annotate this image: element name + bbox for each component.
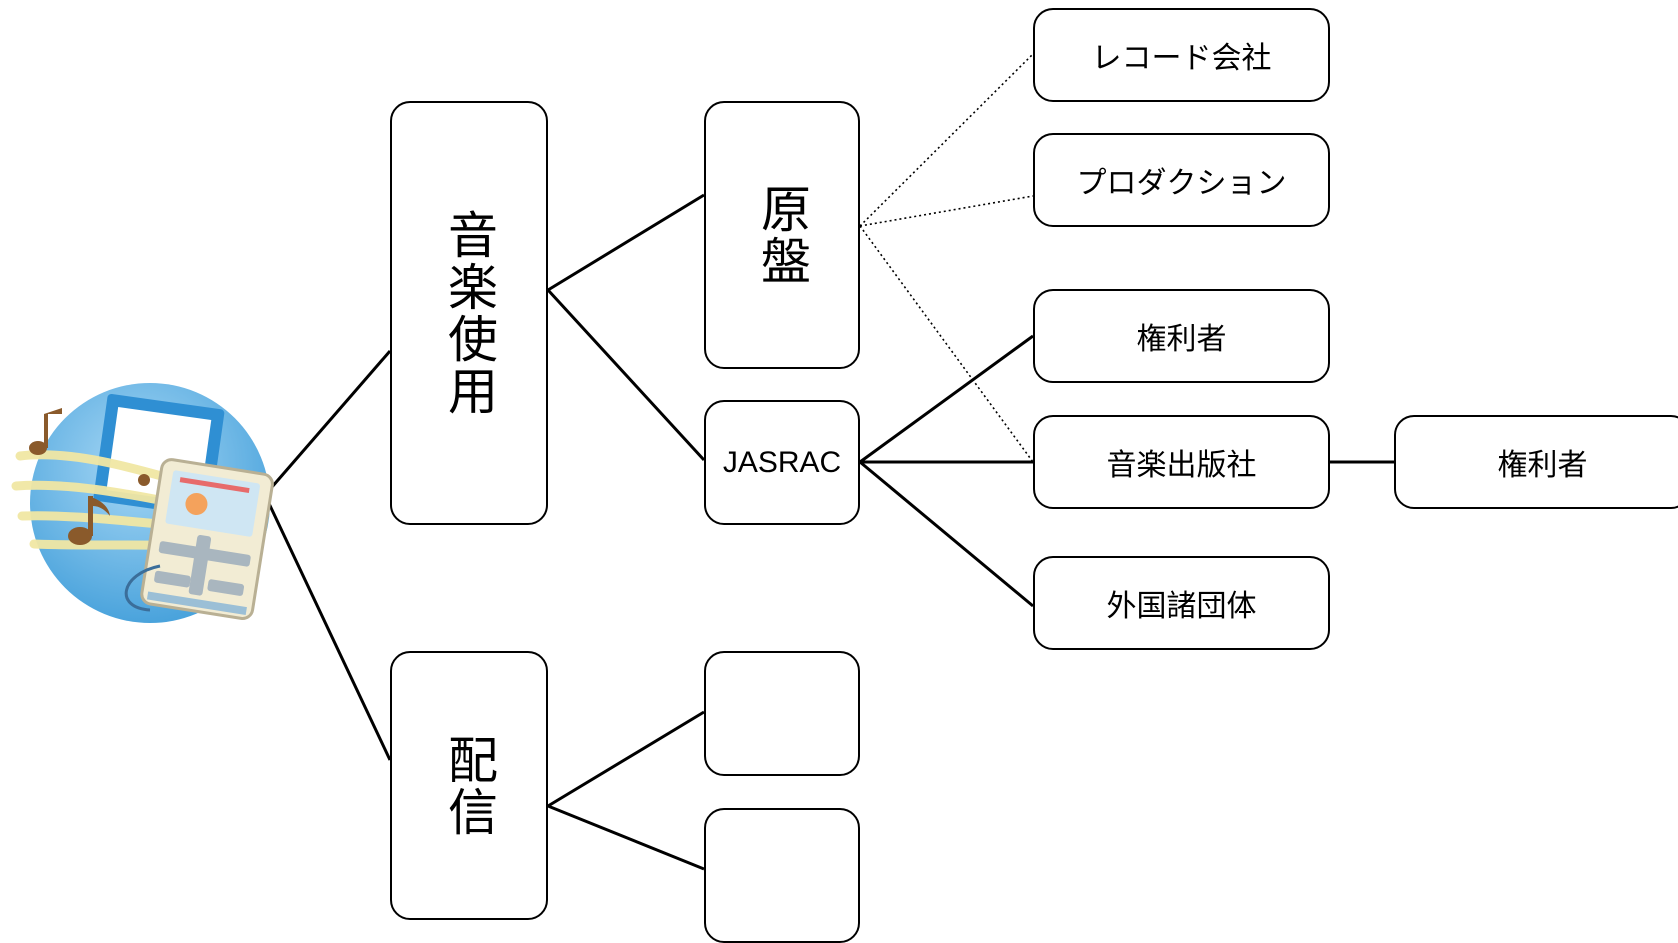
master-recording-label: 原盤 [753,183,811,287]
rights-holder-label: 権利者 [1136,322,1227,357]
distribution-label: 配信 [440,733,498,838]
production-label: プロダクション [1076,166,1287,201]
distribution-child-2-node [704,808,860,943]
edge-distribution-child-1 [547,710,705,808]
jasrac-node: JASRAC [704,400,860,525]
foreign-societies-node: 外国諸団体 [1033,556,1330,650]
edge-distribution-child-2 [547,804,705,871]
publisher-rights-holder-label: 権利者 [1497,448,1588,483]
production-node: プロダクション [1033,133,1330,227]
music-publisher-label: 音楽出版社 [1106,448,1257,483]
record-company-label: レコード会社 [1091,41,1272,76]
edge-music-use-master [547,193,705,292]
music-player-icon [11,383,274,623]
edge-jasrac-rights-holder [859,334,1034,464]
edge-root-music-use [263,350,392,496]
music-publisher-node: 音楽出版社 [1033,415,1330,509]
master-recording-node: 原盤 [704,101,860,369]
edge-root-distribution [263,494,392,761]
foreign-societies-label: 外国諸団体 [1106,589,1257,624]
distribution-child-1-node [704,651,860,776]
rights-holder-node: 権利者 [1033,289,1330,383]
record-company-node: レコード会社 [1033,8,1330,102]
dotted-edge-master-publisher [859,225,1034,463]
dotted-edge-master-production [859,195,1034,227]
publisher-rights-holder-node: 権利者 [1394,415,1678,509]
music-use-label: 音楽使用 [440,209,498,417]
dotted-edge-master-record-company [859,53,1034,227]
jasrac-label: JASRAC [722,445,842,479]
edge-music-use-jasrac [546,288,706,462]
distribution-node: 配信 [390,651,548,920]
music-use-node: 音楽使用 [390,101,548,525]
edge-jasrac-foreign [859,460,1034,608]
